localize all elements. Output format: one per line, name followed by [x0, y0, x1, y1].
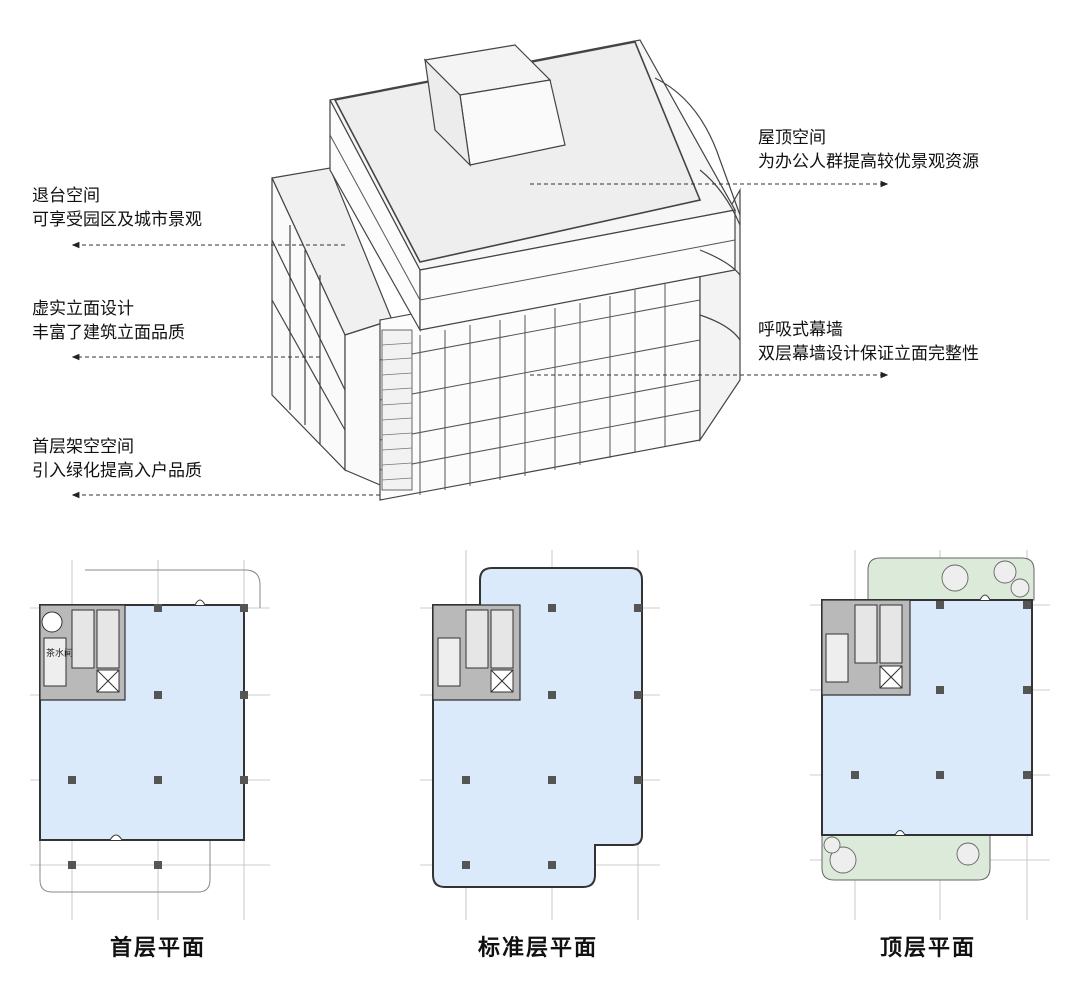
annotation-setback: 退台空间 可享受园区及城市景观 — [32, 184, 202, 232]
annotation-ground-desc: 引入绿化提高入户品质 — [32, 461, 202, 481]
floor-plans: 茶水间 — [30, 550, 1050, 920]
annotation-roof: 屋顶空间 为办公人群提高较优景观资源 — [758, 126, 979, 174]
plan-standard-columns — [462, 604, 642, 869]
annotation-curtain-title: 呼吸式幕墙 — [758, 320, 843, 340]
annotation-facade: 虚实立面设计 丰富了建筑立面品质 — [32, 297, 185, 345]
plan-ground: 茶水间 — [30, 560, 270, 920]
curtain-wall-grid — [329, 134, 736, 495]
plan-ground-core — [41, 609, 120, 693]
plan-top-core — [825, 604, 903, 689]
annotation-facade-desc: 丰富了建筑立面品质 — [32, 323, 185, 343]
annotation-setback-desc: 可享受园区及城市景观 — [32, 210, 202, 230]
building-axonometric — [71, 39, 889, 501]
annotation-facade-title: 虚实立面设计 — [32, 299, 134, 319]
louvre-strip — [381, 329, 413, 491]
main-volume — [329, 39, 741, 501]
plan-standard-title: 标准层平面 — [477, 936, 598, 961]
annotation-setback-title: 退台空间 — [32, 186, 100, 206]
plan-standard-core — [437, 609, 514, 693]
plan-top-title: 顶层平面 — [879, 936, 976, 961]
plan-standard — [420, 550, 660, 920]
plan-top — [810, 550, 1050, 920]
annotation-roof-title: 屋顶空间 — [758, 128, 826, 148]
annotation-ground-title: 首层架空空间 — [32, 437, 134, 457]
plan-ground-room-label: 茶水间 — [46, 647, 73, 659]
annotation-curtain: 呼吸式幕墙 双层幕墙设计保证立面完整性 — [758, 318, 979, 366]
annotation-curtain-desc: 双层幕墙设计保证立面完整性 — [758, 344, 979, 364]
plan-top-trees — [823, 560, 1030, 874]
annotation-ground: 首层架空空间 引入绿化提高入户品质 — [32, 435, 202, 483]
plan-ground-title: 首层平面 — [109, 936, 206, 961]
leader-lines — [71, 180, 889, 499]
plan-top-columns — [851, 601, 1031, 779]
balcony-bands — [654, 77, 741, 341]
plan-ground-columns — [68, 604, 248, 869]
annotation-roof-desc: 为办公人群提高较优景观资源 — [758, 152, 979, 172]
